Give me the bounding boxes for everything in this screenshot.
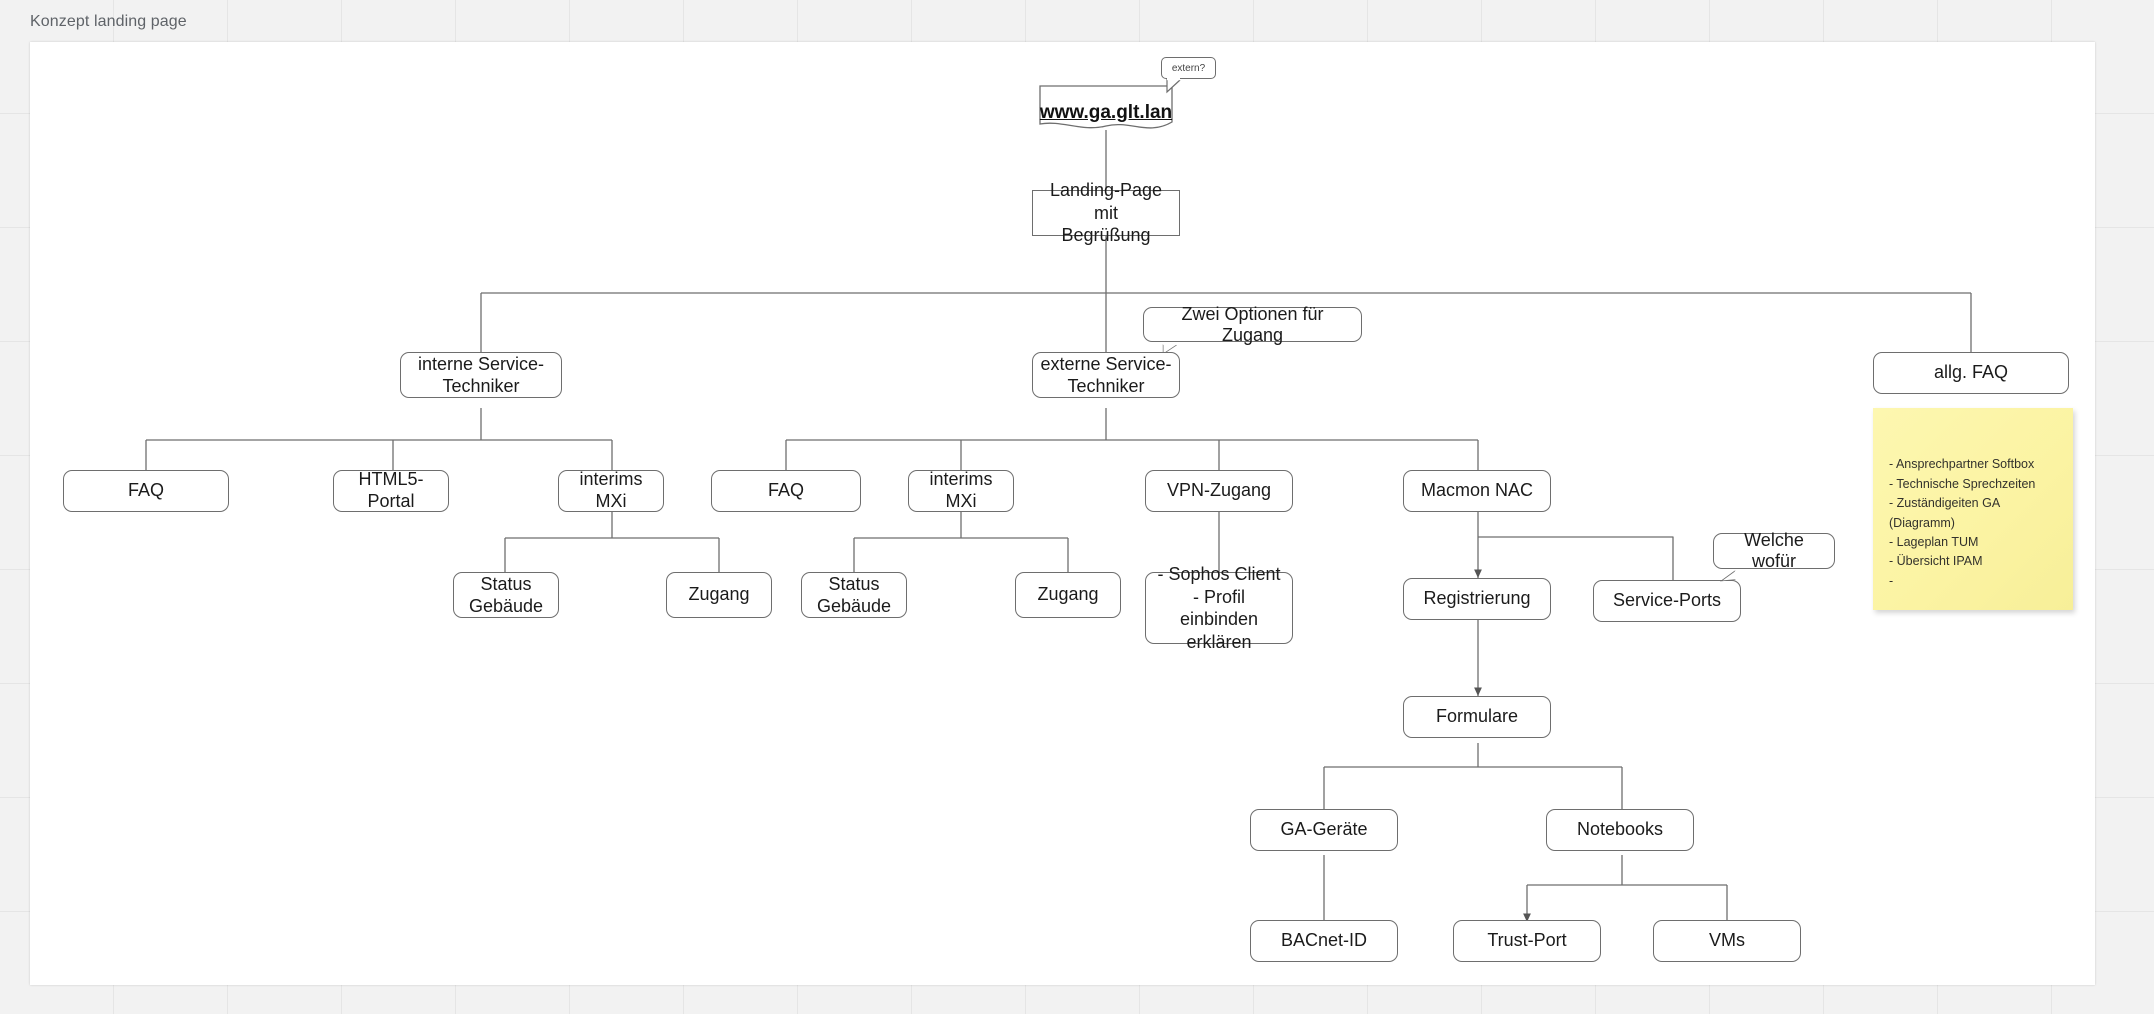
node-internal-technician-label: interne Service- Techniker [417, 353, 545, 397]
node-trust-port-label: Trust-Port [1487, 930, 1567, 951]
node-bacnet-id[interactable]: BACnet-ID [1250, 920, 1398, 962]
node-vpn-zugang-label: VPN-Zugang [1166, 480, 1272, 501]
node-external-technician[interactable]: externe Service- Techniker [1032, 352, 1180, 398]
node-ga-geraete[interactable]: GA-Geräte [1250, 809, 1398, 851]
url-label: www.ga.glt.lan [1039, 102, 1173, 123]
node-notebooks[interactable]: Notebooks [1546, 809, 1694, 851]
node-service-ports-label: Service-Ports [1612, 590, 1722, 611]
node-bacnet-id-label: BACnet-ID [1280, 930, 1368, 951]
node-macmon-nac-label: Macmon NAC [1420, 480, 1534, 501]
node-registrierung-label: Registrierung [1423, 588, 1531, 609]
node-notebooks-label: Notebooks [1576, 819, 1664, 840]
node-zugang-internal[interactable]: Zugang [666, 572, 772, 618]
extern-callout[interactable]: extern? [1161, 57, 1216, 94]
node-landing-page-label: Landing-Page mit Begrüßung [1049, 180, 1163, 246]
node-vms[interactable]: VMs [1653, 920, 1801, 962]
node-internal-technician[interactable]: interne Service- Techniker [400, 352, 562, 398]
node-html5-portal-label: HTML5-Portal [358, 469, 424, 511]
node-faq-external[interactable]: FAQ [711, 470, 861, 512]
node-interims-mxi-internal-label: interims MXi [579, 469, 643, 511]
node-general-faq-label: allg. FAQ [1933, 362, 2009, 383]
url-document-shape[interactable]: www.ga.glt.lan [1038, 84, 1174, 132]
node-status-gebaeude-external-label: Status Gebäude [816, 573, 892, 617]
node-interims-mxi-external[interactable]: interims MXi [908, 469, 1014, 512]
node-registrierung[interactable]: Registrierung [1403, 578, 1551, 620]
node-trust-port[interactable]: Trust-Port [1453, 920, 1601, 962]
node-sophos-details[interactable]: - Sophos Client - Profil einbinden erklä… [1145, 564, 1293, 652]
extern-callout-label: extern? [1171, 62, 1206, 74]
node-zugang-external[interactable]: Zugang [1015, 572, 1121, 618]
node-vpn-zugang[interactable]: VPN-Zugang [1145, 470, 1293, 512]
node-service-ports[interactable]: Service-Ports [1593, 580, 1741, 622]
node-general-faq[interactable]: allg. FAQ [1873, 352, 2069, 394]
node-status-gebaeude-internal[interactable]: Status Gebäude [453, 572, 559, 618]
node-external-technician-label: externe Service- Techniker [1040, 353, 1172, 397]
node-status-gebaeude-external[interactable]: Status Gebäude [801, 572, 907, 618]
node-sophos-details-label: - Sophos Client - Profil einbinden erklä… [1157, 564, 1281, 652]
node-zugang-internal-label: Zugang [688, 584, 750, 605]
node-faq-internal[interactable]: FAQ [63, 470, 229, 512]
node-faq-external-label: FAQ [767, 480, 804, 501]
document-shape-outline [1039, 85, 1173, 129]
node-formulare-label: Formulare [1435, 706, 1519, 727]
welche-wofuer-callout-tail [1719, 570, 1737, 582]
welche-wofuer-callout[interactable]: Welche wofür [1713, 530, 1835, 582]
node-faq-internal-label: FAQ [127, 480, 164, 501]
extern-callout-tail [1166, 77, 1181, 94]
node-ga-geraete-label: GA-Geräte [1280, 819, 1368, 840]
two-options-callout[interactable]: Zwei Optionen für Zugang [1143, 304, 1362, 355]
sticky-note-text: - Ansprechpartner Softbox - Technische S… [1889, 457, 2036, 588]
node-status-gebaeude-internal-label: Status Gebäude [468, 573, 544, 617]
node-interims-mxi-internal[interactable]: interims MXi [558, 469, 664, 512]
node-html5-portal[interactable]: HTML5-Portal [333, 469, 449, 512]
welche-wofuer-callout-label: Welche wofür [1744, 530, 1804, 571]
node-macmon-nac[interactable]: Macmon NAC [1403, 470, 1551, 512]
node-zugang-external-label: Zugang [1037, 584, 1099, 605]
two-options-callout-label: Zwei Optionen für Zugang [1181, 303, 1324, 345]
node-vms-label: VMs [1709, 930, 1745, 951]
page-title: Konzept landing page [30, 13, 187, 30]
sticky-note[interactable]: - Ansprechpartner Softbox - Technische S… [1873, 408, 2073, 610]
node-formulare[interactable]: Formulare [1403, 696, 1551, 738]
node-landing-page[interactable]: Landing-Page mit Begrüßung [1032, 180, 1180, 245]
link-to-service-ports [1478, 536, 1674, 580]
node-interims-mxi-external-label: interims MXi [929, 469, 993, 511]
